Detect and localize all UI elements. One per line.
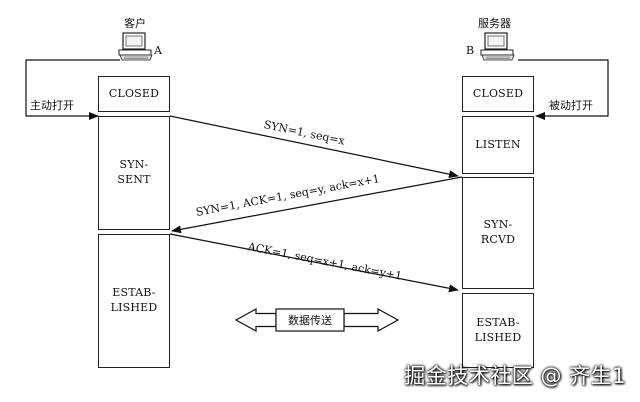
client-title: 客户 (124, 17, 146, 30)
server-computer-icon (480, 32, 516, 66)
client-action-label: 主动打开 (30, 99, 74, 112)
server-state-listen: LISTEN (462, 116, 534, 174)
server-state-closed: CLOSED (462, 76, 534, 112)
msg-line-synack (171, 176, 463, 234)
server-open-line (518, 59, 609, 120)
client-open-line (25, 59, 120, 120)
client-state-closed: CLOSED (98, 76, 170, 112)
server-title: 服务器 (478, 17, 511, 30)
server-tag: B (466, 44, 475, 57)
server-action-label: 被动打开 (549, 99, 593, 112)
server-state-syn-rcvd: SYN- RCVD (462, 177, 534, 289)
client-tag: A (154, 44, 162, 57)
client-state-syn-sent: SYN- SENT (98, 116, 170, 230)
client-state-established: ESTAB- LISHED (98, 234, 170, 368)
msg-line-ack (169, 233, 459, 293)
client-computer-icon (118, 32, 154, 66)
watermark: 掘金技术社区 @ 齐生1 (404, 364, 626, 388)
server-state-established: ESTAB- LISHED (462, 293, 534, 368)
data-transfer-label: 数据传送 (288, 314, 332, 327)
msg-line-syn (169, 115, 459, 179)
